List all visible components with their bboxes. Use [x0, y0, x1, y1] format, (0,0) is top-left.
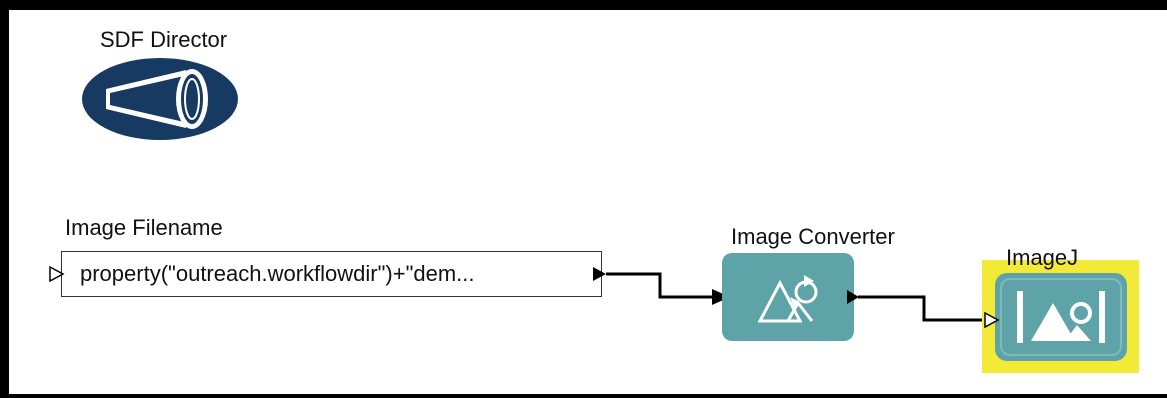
imagej-label: ImageJ — [1006, 245, 1079, 270]
wire-filename-to-converter[interactable] — [606, 272, 730, 305]
image-convert-icon[interactable] — [722, 253, 854, 341]
image-viewer-icon[interactable] — [995, 273, 1127, 361]
wire-converter-to-imagej[interactable] — [858, 295, 984, 322]
converter-output-port-icon[interactable] — [846, 288, 860, 306]
input-port-icon[interactable] — [49, 264, 65, 284]
image-filename-label: Image Filename — [65, 215, 223, 240]
megaphone-icon[interactable] — [80, 56, 240, 142]
image-converter-label: Image Converter — [731, 224, 895, 249]
image-filename-value: property("outreach.workflowdir")+"dem... — [80, 261, 475, 286]
imagej-input-port-icon[interactable] — [984, 310, 1000, 330]
output-port-icon[interactable] — [592, 264, 608, 284]
director-label: SDF Director — [100, 27, 228, 52]
image-filename-actor[interactable] — [61, 251, 602, 297]
